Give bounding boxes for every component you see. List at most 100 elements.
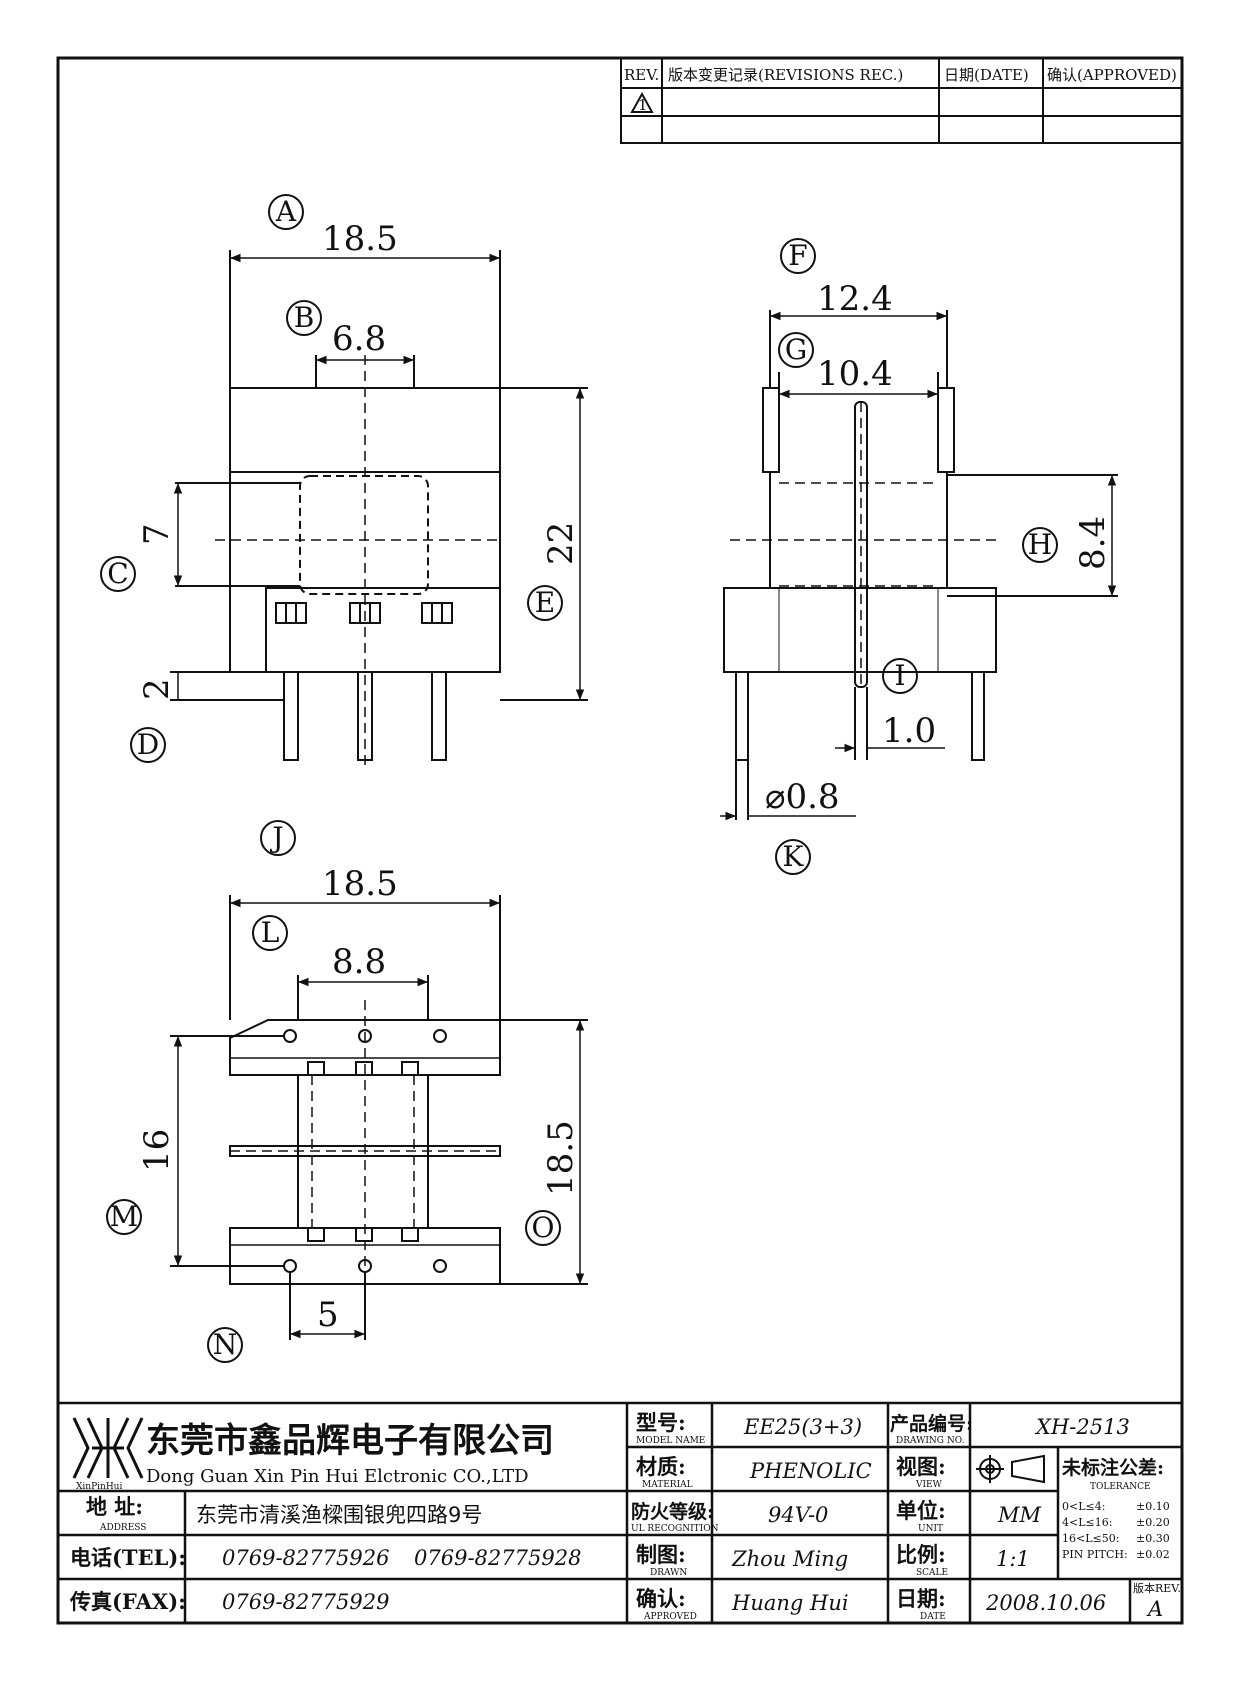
callout-circle [260,820,296,856]
callout-letter: E [535,586,555,619]
tel-value-2: 0769-82775928 [414,1546,581,1570]
callout-letter: N [213,1328,238,1361]
callout-letter: L [261,916,280,949]
revision-record-header: 版本变更记录(REVISIONS REC.) [668,66,903,84]
scale-value: 1:1 [996,1547,1030,1571]
callout-g: G [778,332,814,368]
rev-col-header: REV. [624,66,659,84]
address-value: 东莞市清溪渔樑围银兜四路9号 [196,1503,482,1527]
dim-front-pin-length: 2 [137,678,177,700]
callout-m: M [106,1199,142,1235]
callout-i: I [882,658,918,694]
tolerance-range: 16<L≤50: [1062,1532,1119,1545]
callout-k: K [775,839,811,875]
dim-side-height: 8.4 [1073,516,1113,570]
front-view-centerlines [215,355,500,770]
material-value: PHENOLIC [749,1459,872,1483]
callout-letter: B [294,301,315,334]
bottom-view-hidden-lines [230,1000,500,1290]
tolerance-value: ±0.20 [1136,1516,1170,1529]
dim-side-wall: 1.0 [882,711,936,751]
date-value: 2008.10.06 [985,1591,1106,1615]
callout-l: L [252,915,288,951]
callout-n: N [207,1327,243,1363]
tolerance-label-en: TOLERANCE [1090,1482,1151,1492]
ul-value: 94V-0 [768,1503,828,1527]
scale-label-en: SCALE [916,1568,948,1578]
approved-value: Huang Hui [731,1591,849,1615]
callout-circle [778,332,814,368]
dim-bottom-pin-row: 16 [137,1129,177,1172]
view-label-en: VIEW [915,1480,943,1490]
dim-front-height: 22 [541,522,581,565]
callout-circle [100,556,136,592]
company-name-cn: 东莞市鑫品辉电子有限公司 [146,1421,554,1461]
dim-bottom-width: 18.5 [322,864,398,904]
callout-a: A [268,194,304,230]
dim-bottom-pin-pitch: 5 [317,1295,339,1335]
callout-letter: H [1028,528,1052,561]
date-label: 日期: [896,1586,946,1611]
callout-letter: O [532,1211,555,1244]
tolerance-value: ±0.30 [1136,1532,1170,1545]
callout-letter: J [269,821,283,854]
unit-label: 单位: [896,1498,946,1523]
address-label-en: ADDRESS [99,1523,146,1533]
side-view-dimension-lines [720,311,1117,821]
approved-col-header: 确认(APPROVED) [1047,66,1177,84]
drawing-no-label-en: DRAWING NO. [896,1436,965,1446]
callout-circle [207,1327,243,1363]
callout-circle [525,1210,561,1246]
fax-value: 0769-82775929 [222,1590,389,1614]
callout-j: J [260,820,296,856]
drawing-no-value: XH-2513 [1034,1415,1130,1439]
callout-circle [106,1199,142,1235]
tolerance-table: 0<L≤4: ±0.10 4<L≤16: ±0.20 16<L≤50: ±0.3… [1062,1500,1170,1561]
version-value: A [1146,1597,1163,1621]
callout-f: F [780,238,816,274]
callout-letter: G [785,333,807,366]
scale-label: 比例: [896,1542,946,1567]
drawn-label-en: DRAWN [650,1568,687,1578]
front-view-dimension-lines [173,253,585,700]
tel-label: 电话(TEL): [70,1545,186,1570]
callout-c: C [100,556,136,592]
callout-letter: C [107,557,128,590]
date-label-en: DATE [920,1612,946,1622]
tolerance-value: ±0.10 [1136,1500,1170,1513]
callout-letter: K [783,840,805,873]
callout-circle [286,300,322,336]
company-name-en: Dong Guan Xin Pin Hui Elctronic CO.,LTD [146,1466,529,1487]
callout-d: D [130,727,166,763]
dim-bottom-height: 18.5 [541,1120,581,1196]
callout-circle [780,238,816,274]
material-label: 材质: [636,1454,686,1479]
unit-value: MM [997,1503,1042,1527]
side-view-hidden-lines [730,402,1000,687]
callout-circle [775,839,811,875]
callout-circle [527,585,563,621]
callout-letter: A [275,195,297,228]
company-logo [72,1417,144,1479]
tel-value-1: 0769-82775926 [222,1546,389,1570]
drawing-no-label: 产品编号: [890,1412,973,1435]
logo-caption: XinPinHui [76,1482,122,1492]
dim-side-inner: 10.4 [817,354,893,394]
callout-letter: F [788,239,807,272]
material-label-en: MATERIAL [642,1480,693,1490]
callout-letter: I [894,659,905,692]
unit-label-en: UNIT [918,1524,943,1534]
model-label: 型号: [636,1410,686,1435]
model-value: EE25(3+3) [743,1415,862,1439]
callout-b: B [286,300,322,336]
projection-symbol-icon [976,1454,1045,1484]
callout-circle [268,194,304,230]
revision-mark: 1 [638,96,648,114]
callout-letter: M [110,1200,139,1233]
tolerance-range: PIN PITCH: [1062,1548,1128,1561]
drawn-label: 制图: [636,1542,686,1567]
dim-side-pin-diameter: ⌀0.8 [765,777,840,817]
callout-circle [882,658,918,694]
approved-label: 确认: [636,1586,686,1611]
